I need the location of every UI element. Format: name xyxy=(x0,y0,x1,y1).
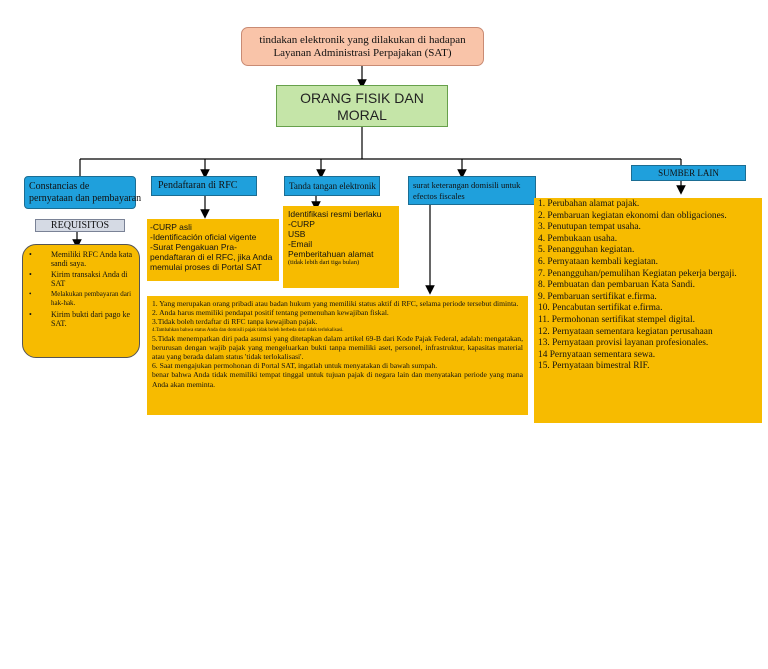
b1-item-3: •Melakukan pembayaran dari hak-hak. xyxy=(29,290,132,307)
b5-item-9: 9. Pembaruan sertifikat e.firma. xyxy=(538,291,657,302)
main-title-line1: ORANG FISIK DAN xyxy=(300,90,424,106)
b5-item-14: 14 Pernyataan sementara sewa. xyxy=(538,349,656,360)
b3-item-2: -CURP xyxy=(288,219,315,229)
b1-title-line2: pernyataan dan pembayaran xyxy=(29,193,142,204)
b3-item-3: USB xyxy=(288,229,306,239)
b5-item-4: 4. Pembukaan usaha. xyxy=(538,233,618,244)
top-box: tindakan elektronik yang dilakukan di ha… xyxy=(241,27,484,66)
b4-item-7: benar bahwa Anda tidak memiliki tempat t… xyxy=(152,370,523,389)
b4-item-5: 5.Tidak menempatkan diri pada asumsi yan… xyxy=(152,333,523,362)
b5-item-8: 8. Pembuatan dan pembaruan Kata Sandi. xyxy=(538,280,695,291)
b5-item-2: 2. Pembaruan kegiatan ekonomi dan obliga… xyxy=(538,210,727,221)
b5-item-3: 3. Penutupan tempat usaha. xyxy=(538,222,641,233)
b3-list-box: Identifikasi resmi berlaku -CURP USB -Em… xyxy=(283,206,399,288)
b4-item-4: 4.Tambahkan bahwa status Anda dan domisi… xyxy=(152,327,344,333)
b5-item-12: 12. Pernyataan sementara kegiatan perusa… xyxy=(538,326,713,337)
b1-list-box: •Memiliki RFC Anda kata sandi saya. •Kir… xyxy=(22,244,140,358)
b1-item-1: •Memiliki RFC Anda kata sandi saya. xyxy=(29,250,133,268)
b1-requisitos-text: REQUISITOS xyxy=(50,220,110,231)
b3-title-text: Tanda tangan elektronik xyxy=(289,181,376,191)
b3-item-4: -Email xyxy=(288,239,313,249)
b1-list: •Memiliki RFC Anda kata sandi saya. •Kir… xyxy=(29,250,134,328)
b1-requisitos-label: REQUISITOS xyxy=(35,219,125,232)
b5-list-box: 1. Perubahan alamat pajak. 2. Pembaruan … xyxy=(534,198,762,423)
main-title-box: ORANG FISIK DAN MORAL xyxy=(276,85,448,127)
top-box-line1: tindakan elektronik yang dilakukan di ha… xyxy=(259,34,466,46)
b2-item-3: -Surat Pengakuan Pra-pendaftaran di el R… xyxy=(150,242,273,272)
b5-item-7: 7. Penangguhan/pemulihan Kegiatan pekerj… xyxy=(538,268,737,279)
b4-title-line2: efectos fiscales xyxy=(413,191,465,201)
b3-item-1: Identifikasi resmi berlaku xyxy=(288,209,382,219)
b4-item-2: 2. Anda harus memiliki pendapat positif … xyxy=(152,308,389,318)
top-box-line2: Layanan Administrasi Perpajakan (SAT) xyxy=(273,47,452,59)
b4-title-line1: surat keterangan domisili untuk xyxy=(413,180,521,190)
b5-item-10: 10. Pencabutan sertifikat e.firma. xyxy=(538,303,663,314)
b1-item-4: •Kirim bukti dari pago ke SAT. xyxy=(29,310,131,328)
b2-title-text: Pendaftaran di RFC xyxy=(158,180,238,191)
b1-title: Constancias de pernyataan dan pembayaran xyxy=(24,176,142,209)
b5-title-text: SUMBER LAIN xyxy=(658,168,719,178)
b4-item-3: 3.Tidak boleh terdaftar di RFC tanpa kew… xyxy=(152,317,318,327)
b3-note: (tidak lebih dari tiga bulan) xyxy=(288,259,360,266)
b5-item-15: 15. Pernyataan bimestral RIF. xyxy=(538,361,650,372)
b4-title: surat keterangan domisili untuk efectos … xyxy=(408,176,536,205)
b2-item-2: -Identificación oficial vigente xyxy=(150,232,257,242)
b1-title-line1: Constancias de xyxy=(29,181,90,192)
b5-item-11: 11. Permohonan sertifikat stempel digita… xyxy=(538,314,695,325)
b5-item-5: 5. Penangguhan kegiatan. xyxy=(538,245,635,256)
b3-title: Tanda tangan elektronik xyxy=(284,176,380,196)
b2-item-1: -CURP asli xyxy=(150,222,192,232)
b4-item-6: 6. Saat mengajukan permohonan di Portal … xyxy=(152,361,438,371)
b4-list-box: 1. Yang merupakan orang pribadi atau bad… xyxy=(147,296,528,415)
b5-item-13: 13. Pernyataan provisi layanan profesion… xyxy=(538,338,709,349)
b5-item-1: 1. Perubahan alamat pajak. xyxy=(538,199,640,209)
main-title-line2: MORAL xyxy=(337,107,387,123)
b2-list-box: -CURP asli -Identificación oficial vigen… xyxy=(147,219,279,281)
b3-item-5: Pemberitahuan alamat xyxy=(288,249,374,259)
b1-item-2: •Kirim transaksi Anda di SAT xyxy=(29,270,128,288)
b2-title: Pendaftaran di RFC xyxy=(151,176,257,196)
b4-item-1: 1. Yang merupakan orang pribadi atau bad… xyxy=(152,299,519,308)
b5-item-6: 6. Pernyataan kembali kegiatan. xyxy=(538,256,659,267)
b5-title: SUMBER LAIN xyxy=(631,165,746,181)
